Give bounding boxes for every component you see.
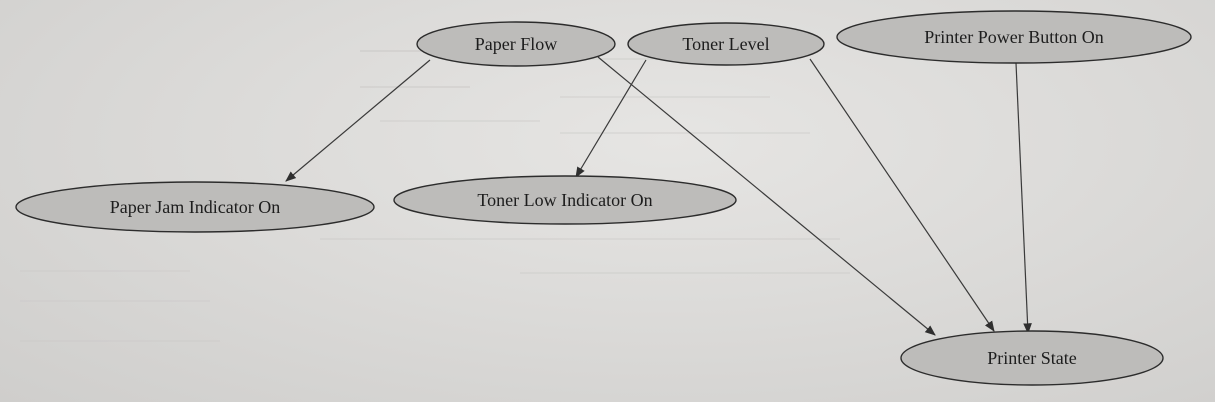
edge-toner-level-to-toner-low: [575, 59, 647, 178]
edge-toner-level-to-printer-state: [809, 58, 995, 332]
edge-printer-power-to-printer-state: [1015, 62, 1032, 335]
edges-layer: [285, 56, 1032, 336]
node-paper-jam: Paper Jam Indicator On: [15, 181, 375, 233]
node-paper-flow-shape: [416, 21, 616, 67]
node-toner-level: Toner Level: [627, 22, 825, 66]
node-printer-state-label: Printer State: [987, 348, 1076, 368]
edge-paper-flow-to-printer-state: [597, 56, 936, 336]
node-paper-jam-label: Paper Jam Indicator On: [110, 197, 280, 217]
node-toner-level-label: Toner Level: [682, 34, 769, 54]
node-paper-flow-label: Paper Flow: [475, 34, 558, 54]
node-toner-level-shape: [627, 22, 825, 66]
node-printer-power: Printer Power Button On: [836, 10, 1192, 64]
node-toner-low-shape: [393, 175, 737, 225]
edge-paper-flow-to-paper-jam: [285, 59, 431, 182]
node-toner-low: Toner Low Indicator On: [393, 175, 737, 225]
node-printer-power-label: Printer Power Button On: [924, 27, 1104, 47]
node-paper-flow: Paper Flow: [416, 21, 616, 67]
node-toner-low-label: Toner Low Indicator On: [477, 190, 652, 210]
node-printer-state-shape: [900, 330, 1164, 386]
node-printer-power-shape: [836, 10, 1192, 64]
node-printer-state: Printer State: [900, 330, 1164, 386]
node-paper-jam-shape: [15, 181, 375, 233]
